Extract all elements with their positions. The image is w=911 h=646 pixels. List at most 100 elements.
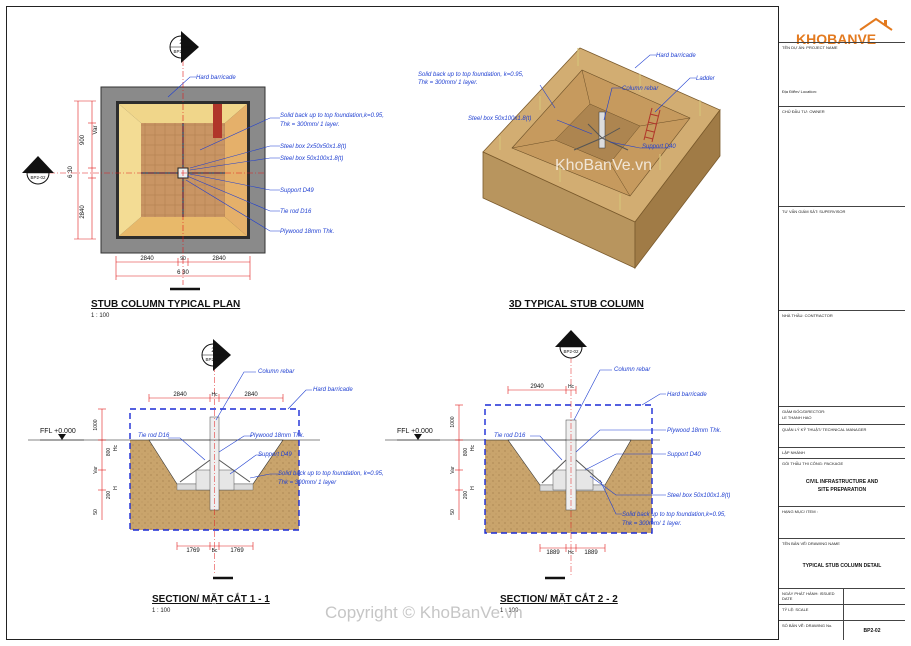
s2-marker <box>555 330 587 359</box>
s1-dim-v5: 50 <box>93 509 99 515</box>
s1-ffl-label: FFL +0.000 <box>40 428 76 435</box>
tb-director-name: LE THANH HAO <box>782 415 812 420</box>
section-2-view: 2940 Hc 1889 Hc 1889 1000 Var 800 200 50… <box>385 330 730 580</box>
s1-dim-vhh: H <box>113 486 119 490</box>
s1-marker-num: 2 <box>211 348 215 354</box>
tb-contractor-label: NHÀ THẦU: CONTRACTOR <box>782 313 833 318</box>
plan-dimension-left <box>74 100 96 240</box>
s1-callout-tie-rod: Tie rod D16 <box>138 433 170 439</box>
s2-callout-column-rebar: Column rebar <box>614 367 651 373</box>
s2-callout-steel-box: Steel box 50x100x1.8(t) <box>667 493 730 499</box>
s2-callout-support: Support D40 <box>667 452 701 458</box>
plan-caption: STUB COLUMN TYPICAL PLAN <box>91 299 241 310</box>
tb-drawing-no: BP2-02 <box>863 628 881 634</box>
s2-dim-v3: 800 <box>463 448 469 457</box>
plan-ladder <box>213 104 222 138</box>
plan-callout-solid-back-2: Thk = 300mm/ 1 layer. <box>280 122 340 128</box>
tb-director-row: GIÁM ĐỐC/DIRECTOR: LE THANH HAO <box>779 406 905 424</box>
s2-supports <box>541 459 603 484</box>
s1-dim-v3: 800 <box>106 448 112 457</box>
section-1-view: 2840 Hc 2840 1769 Bc 1769 1000 Var 800 2… <box>28 339 384 580</box>
section-marker-top <box>169 31 199 63</box>
plan-view: 2840 90 2840 6 30 900 Var 6 30 2840 2 BP… <box>22 31 384 291</box>
iso-ladder <box>643 107 661 143</box>
tb-package-value-1: CIVIL INFRASTRUCTURE AND <box>805 479 879 485</box>
tb-divider <box>843 588 844 640</box>
marker-left-ref: BP2-02 <box>30 175 46 180</box>
tb-scale-label: TỶ LỆ: SCALE <box>782 607 809 612</box>
tb-drawing-name-label: TÊN BẢN VẼ/ DRAWING NAME <box>782 541 840 546</box>
khobanve-logo: KHOBANVE <box>794 16 894 48</box>
tb-director-label: GIÁM ĐỐC/DIRECTOR: <box>782 409 826 414</box>
plan-dim-right: 2840 <box>212 256 226 262</box>
s1-dim-bot-right: 1769 <box>230 548 244 554</box>
section2-scale: 1 : 100 <box>500 608 519 614</box>
s2-dim-bot-left: 1889 <box>546 550 560 556</box>
s1-dim-v1: 1000 <box>93 419 99 430</box>
s2-dim-vhh: H <box>470 486 476 490</box>
tb-scale-row: TỶ LỆ: SCALE <box>779 604 905 620</box>
plan-dim-mid: 90 <box>180 256 186 262</box>
tb-owner-label: CHỦ ĐẦU TƯ: OWNER <box>782 109 825 114</box>
s2-dim-v4: 200 <box>463 491 469 500</box>
plan-callout-support: Support D49 <box>280 188 314 194</box>
plan-callout-steel-box-50x100: Steel box 50x100x1.8(t) <box>280 156 343 162</box>
iso-callout-leaders <box>539 54 696 149</box>
s2-dim-top-mid: Hc <box>568 384 575 390</box>
plan-callout-tie-rod: Tie rod D16 <box>280 209 312 215</box>
s2-dim-bot-mid: Hc <box>568 550 575 556</box>
tb-manager-label: QUẢN LÝ KỸ THUẬT/ TECHNICAL MANAGER <box>782 427 867 432</box>
s2-marker-ref: BP2-02 <box>563 349 579 354</box>
section1-scale: 1 : 100 <box>152 608 171 614</box>
plan-dim-v-top: 900 <box>80 134 86 145</box>
s1-callout-column-rebar: Column rebar <box>258 369 295 375</box>
plan-callout-plywood: Plywood 18mm Thk. <box>280 229 334 235</box>
s1-dim-top-left: 2840 <box>173 392 187 398</box>
plan-callout-solid-back-1: Solid back up to top foundation,k=0.95, <box>280 113 384 119</box>
plan-dim-v-mid: 6 30 <box>68 166 74 178</box>
s1-callout-solid-back-1: Solid back up to top foundation, k=0.95, <box>278 471 384 477</box>
footer-watermark: Copyright © KhoBanVe.vn <box>325 603 523 622</box>
tb-issued-label: NGÀY PHÁT HÀNH: ISSUED DATE <box>782 591 835 601</box>
tb-project-row: TÊN DỰ ÁN: PROJECT NAME Địa Điểm/ Locati… <box>779 42 905 94</box>
marker-left-num: 1 <box>36 166 40 172</box>
iso-callout-ladder: Ladder <box>696 76 716 82</box>
tb-issued-row: NGÀY PHÁT HÀNH: ISSUED DATE <box>779 588 905 604</box>
plan-slope-left <box>119 104 141 236</box>
iso-front-right <box>634 108 721 270</box>
tb-contractor-row: NHÀ THẦU: CONTRACTOR <box>779 310 905 406</box>
s1-marker-ref: BP2-02 <box>205 357 221 362</box>
iso-callout-support: Support D40 <box>642 144 676 150</box>
tb-supervisor-row: TƯ VẤN GIÁM SÁT: SUPERVISOR <box>779 206 905 310</box>
s2-callout-hard-barricade: Hard barricade <box>667 392 707 398</box>
s1-dim-bot-mid: Bc <box>212 548 218 554</box>
plan-slope-right <box>225 104 247 236</box>
iso-callout-steel-box: Steel box 50x100x1.8(t) <box>468 116 531 122</box>
s2-marker-num: 1 <box>569 340 573 346</box>
logo-house-icon: KHOBANVE <box>796 17 893 47</box>
s2-callout-tie-rod: Tie rod D16 <box>494 433 526 439</box>
tb-drawing-no-row: SỐ BẢN VẼ: DRAWING No. BP2-02 <box>779 620 905 640</box>
tb-designer-label: LẬP NHÁNH <box>782 450 805 455</box>
s1-dim-vh: Hc <box>113 444 119 451</box>
iso-stub-column <box>598 111 606 149</box>
tb-location-label: Địa Điểm/ Location: <box>782 89 817 94</box>
title-block: KHOBANVE TÊN DỰ ÁN: PROJECT NAME Địa Điể… <box>778 6 905 640</box>
s1-callout-support: Support D49 <box>258 452 292 458</box>
s1-dims <box>98 394 284 550</box>
section2-caption: SECTION/ MẶT CẮT 2 - 2 <box>500 594 618 605</box>
tb-drawing-name: TYPICAL STUB COLUMN DETAIL <box>802 563 882 569</box>
s1-ffl-symbol <box>58 434 66 440</box>
s1-dim-bot-left: 1769 <box>186 548 200 554</box>
tb-package-label: GÓI THẦU THI CÔNG: PACKAGE <box>782 461 844 466</box>
tb-drawing-name-row: TÊN BẢN VẼ/ DRAWING NAME TYPICAL STUB CO… <box>779 538 905 588</box>
s1-stub-column <box>209 416 220 511</box>
s2-dims <box>455 386 606 552</box>
s2-callout-plywood: Plywood 18mm Thk. <box>667 428 721 434</box>
tb-project-label: TÊN DỰ ÁN: PROJECT NAME <box>782 45 838 50</box>
s2-dim-v5: 50 <box>450 509 456 515</box>
drawing-canvas: 2840 90 2840 6 30 900 Var 6 30 2840 2 BP… <box>22 31 730 580</box>
tb-manager-row: QUẢN LÝ KỸ THUẬT/ TECHNICAL MANAGER <box>779 424 905 436</box>
s2-dim-vh: Hc <box>470 444 476 451</box>
